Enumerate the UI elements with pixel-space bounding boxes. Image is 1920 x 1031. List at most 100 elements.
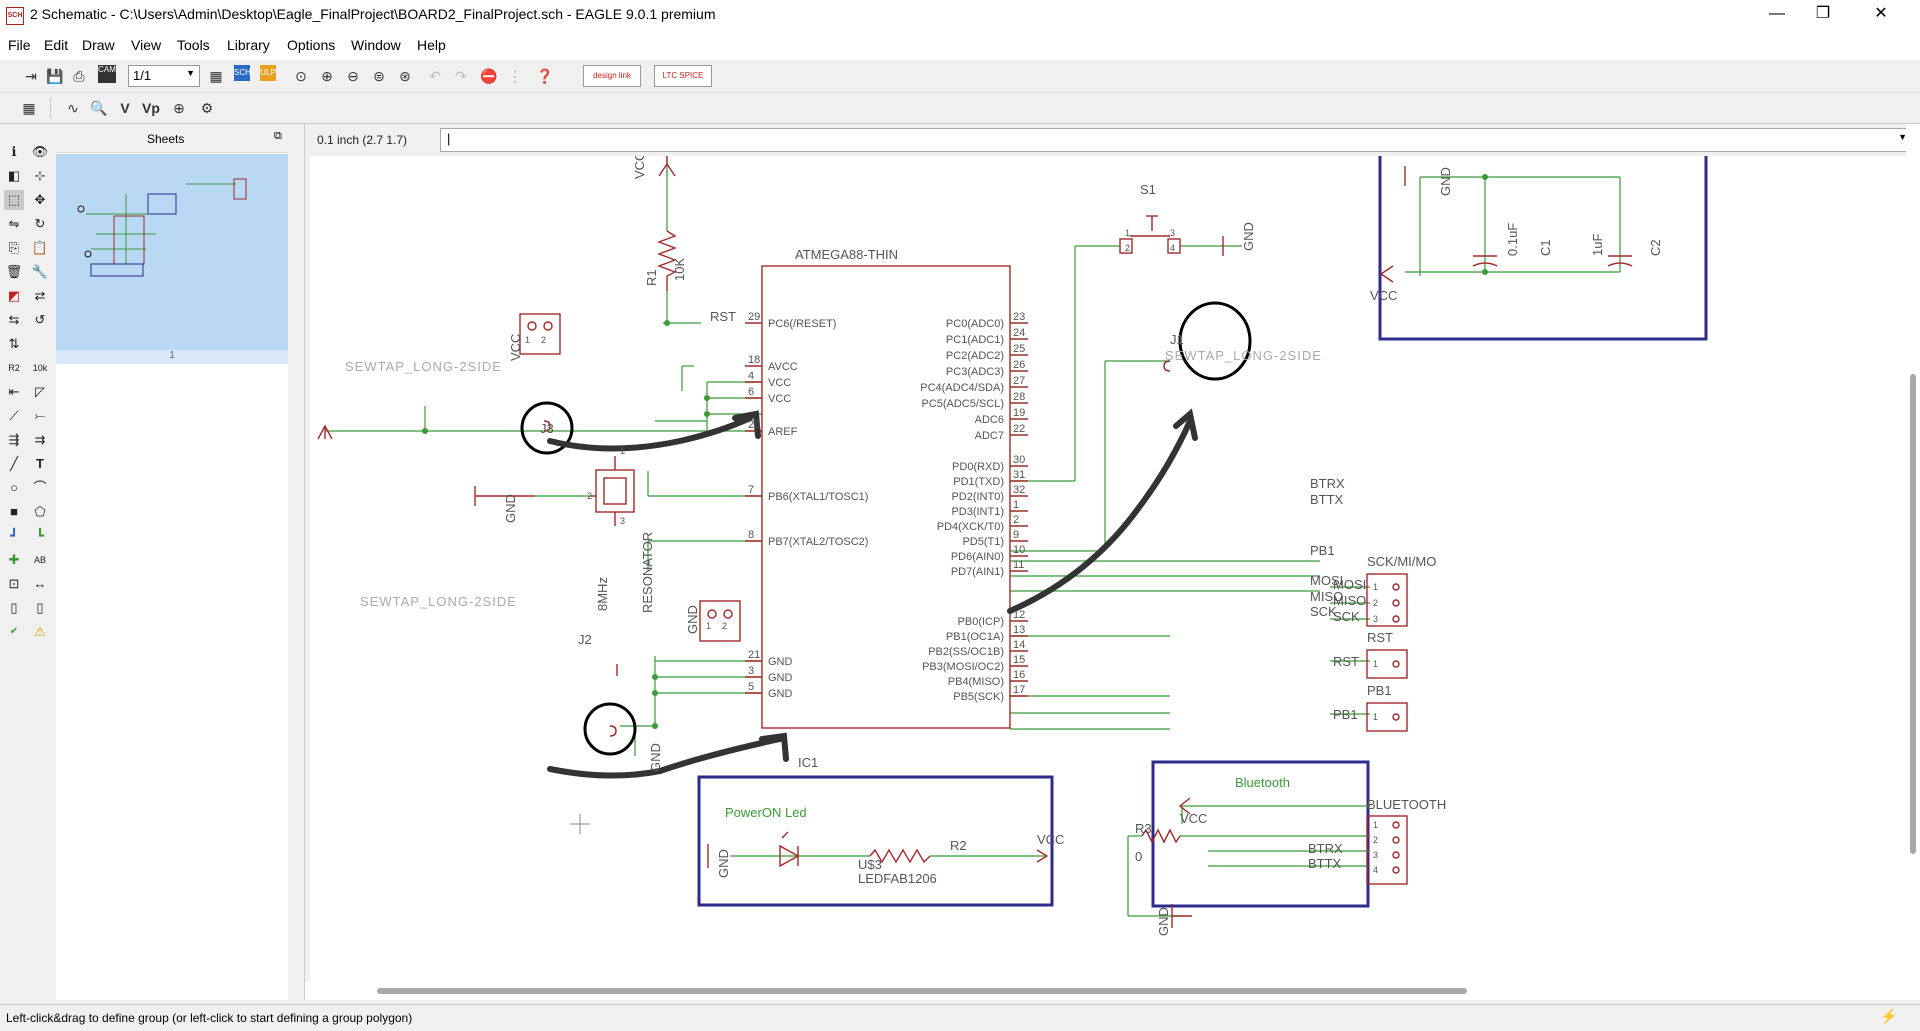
r1-value: 10K	[672, 258, 687, 281]
pb1-pin-1: 1	[1373, 712, 1378, 722]
move-icon[interactable]: ✥	[34, 192, 46, 207]
grid-board-icon[interactable]: ▦	[209, 68, 223, 84]
ic-right-pin-number: 25	[1013, 343, 1025, 355]
info-icon[interactable]: ℹ	[11, 144, 17, 159]
paste-icon[interactable]: 📋	[31, 240, 49, 255]
split-icon[interactable]: ⟋	[9, 408, 19, 423]
ic-left-pin-name: GND	[768, 688, 793, 700]
help-icon[interactable]: ❓	[536, 68, 554, 84]
vp-icon[interactable]: Vp	[142, 100, 160, 116]
name-icon[interactable]: R2	[8, 363, 20, 373]
circle-icon[interactable]: ○	[10, 480, 18, 495]
sch-icon[interactable]: SCH	[234, 65, 251, 81]
command-input[interactable]: | ▼	[440, 128, 1912, 152]
show-icon[interactable]: 👁	[31, 144, 49, 159]
add-icon[interactable]: ◩	[7, 288, 21, 303]
chevron-down-icon[interactable]: ▼	[1898, 132, 1907, 142]
zoom-in-icon[interactable]: ⊕	[321, 68, 333, 84]
ic-left-pin-name: AREF	[768, 426, 798, 438]
sheets-scrollbar[interactable]	[288, 124, 304, 1000]
ic-left-pin-name: PB6(XTAL1/TOSC1)	[768, 491, 868, 503]
frame-icon[interactable]: ▯	[10, 600, 18, 615]
ic-right-pin-number: 17	[1013, 684, 1025, 696]
menu-edit[interactable]: Edit	[44, 37, 69, 53]
horizontal-scroll-thumb[interactable]	[377, 988, 1467, 994]
sheet-select[interactable]: 1/1 ▼	[128, 65, 200, 87]
save-icon[interactable]: 💾	[46, 68, 64, 84]
module-icon[interactable]: ▯	[36, 600, 44, 615]
group-icon[interactable]: ⬚	[4, 190, 24, 210]
design-link-button[interactable]: design link	[583, 65, 641, 87]
schematic-canvas[interactable]: ATMEGA88-THIN IC1 RST BTRX BTTX PB1 MOSI…	[310, 152, 1906, 982]
cam-icon[interactable]: CAM	[98, 65, 116, 83]
menu-tools[interactable]: Tools	[177, 37, 210, 53]
zoom-redraw-icon[interactable]: ⊜	[373, 68, 385, 84]
open-icon[interactable]: ⇥	[25, 68, 37, 84]
smash-icon[interactable]: ⇤	[8, 384, 20, 399]
horizontal-scrollbar[interactable]	[305, 982, 1906, 1000]
gate-swap-icon[interactable]: ⇆	[8, 312, 20, 327]
menu-view[interactable]: View	[131, 37, 162, 53]
vertical-scroll-thumb[interactable]	[1910, 374, 1916, 854]
display-icon[interactable]: ◧	[7, 168, 21, 183]
invoke-icon[interactable]: ⤚	[34, 408, 46, 423]
ic-pins: 29PC6(/RESET)18AVCC4VCC6VCC20AREF7PB6(XT…	[748, 311, 1025, 703]
menu-library[interactable]: Library	[227, 37, 270, 53]
vertical-scrollbar[interactable]	[1906, 124, 1920, 1000]
label-icon[interactable]: ⇶	[8, 432, 20, 447]
mirror-icon[interactable]: ⇋	[8, 216, 20, 231]
polygon-icon[interactable]: ⬠	[34, 504, 46, 519]
miter-icon[interactable]: ◸	[35, 384, 45, 399]
print-icon[interactable]: ⎙	[73, 68, 85, 84]
menu-file[interactable]: File	[8, 37, 31, 53]
delete-icon[interactable]: 🗑	[5, 264, 23, 279]
dimension-icon[interactable]: ↔	[33, 576, 47, 591]
menu-window[interactable]: Window	[351, 37, 401, 53]
arc-icon[interactable]: ⌒	[33, 480, 47, 495]
warning-icon[interactable]: ⚠	[34, 624, 46, 639]
close-button[interactable]: ✕	[1874, 5, 1888, 22]
ltspice-button[interactable]: LTC SPICE	[654, 65, 712, 87]
s1-pin4: 4	[1170, 243, 1175, 253]
net2-icon[interactable]: ┗	[36, 528, 44, 543]
copy-icon[interactable]: ⎘	[8, 240, 20, 255]
erc-icon[interactable]: ✔	[9, 626, 19, 637]
menu-options[interactable]: Options	[287, 37, 336, 53]
attribute-tool-icon[interactable]: ⊡	[8, 576, 20, 591]
minimize-button[interactable]: —	[1769, 5, 1785, 22]
ulp-icon[interactable]: ULP	[260, 65, 276, 81]
grid-icon[interactable]: ▦	[22, 100, 36, 116]
pin-swap-icon[interactable]: ⇅	[8, 336, 20, 351]
zoom-out-icon[interactable]: ⊖	[347, 68, 359, 84]
redo-icon[interactable]: ↷	[455, 68, 467, 84]
zoom-area-icon[interactable]: ⊛	[399, 68, 411, 84]
net-classes-icon[interactable]: ∿	[67, 100, 79, 116]
undock-icon[interactable]: ⧉	[274, 130, 282, 142]
go-icon[interactable]: ⋮	[508, 68, 522, 84]
stop-icon[interactable]: ⛔	[480, 68, 498, 84]
menu-help[interactable]: Help	[417, 37, 446, 53]
bus-icon[interactable]: ⇉	[34, 432, 46, 447]
label-tool-icon[interactable]: AB	[33, 555, 46, 565]
value-tool-icon[interactable]: 10k	[32, 363, 48, 373]
change-icon[interactable]: 🔧	[31, 264, 49, 279]
maximize-button[interactable]: ❐	[1815, 5, 1831, 22]
zoom-fit-icon[interactable]: ⊙	[295, 68, 307, 84]
inspect-icon[interactable]: 🔍	[90, 100, 108, 116]
bt-bttx-label: BTTX	[1308, 856, 1342, 871]
attribute-icon[interactable]: ⊕	[173, 100, 185, 116]
net-icon[interactable]: ┛	[10, 528, 18, 543]
menu-draw[interactable]: Draw	[82, 37, 115, 53]
sheet-thumbnail[interactable]	[56, 154, 288, 350]
text-icon[interactable]: T	[36, 456, 44, 471]
mark-icon[interactable]: ⊹	[34, 168, 46, 183]
junction-icon[interactable]: ✚	[8, 552, 20, 567]
settings-icon[interactable]: ⚙	[200, 100, 214, 116]
line-icon[interactable]: ╱	[10, 456, 18, 471]
replace-icon[interactable]: ⇄	[34, 288, 46, 303]
rect-icon[interactable]: ■	[10, 504, 18, 519]
undo-icon[interactable]: ↶	[429, 68, 441, 84]
optimize-icon[interactable]: ↺	[34, 312, 46, 327]
value-icon[interactable]: V	[120, 100, 130, 116]
rotate-icon[interactable]: ↻	[34, 216, 46, 231]
